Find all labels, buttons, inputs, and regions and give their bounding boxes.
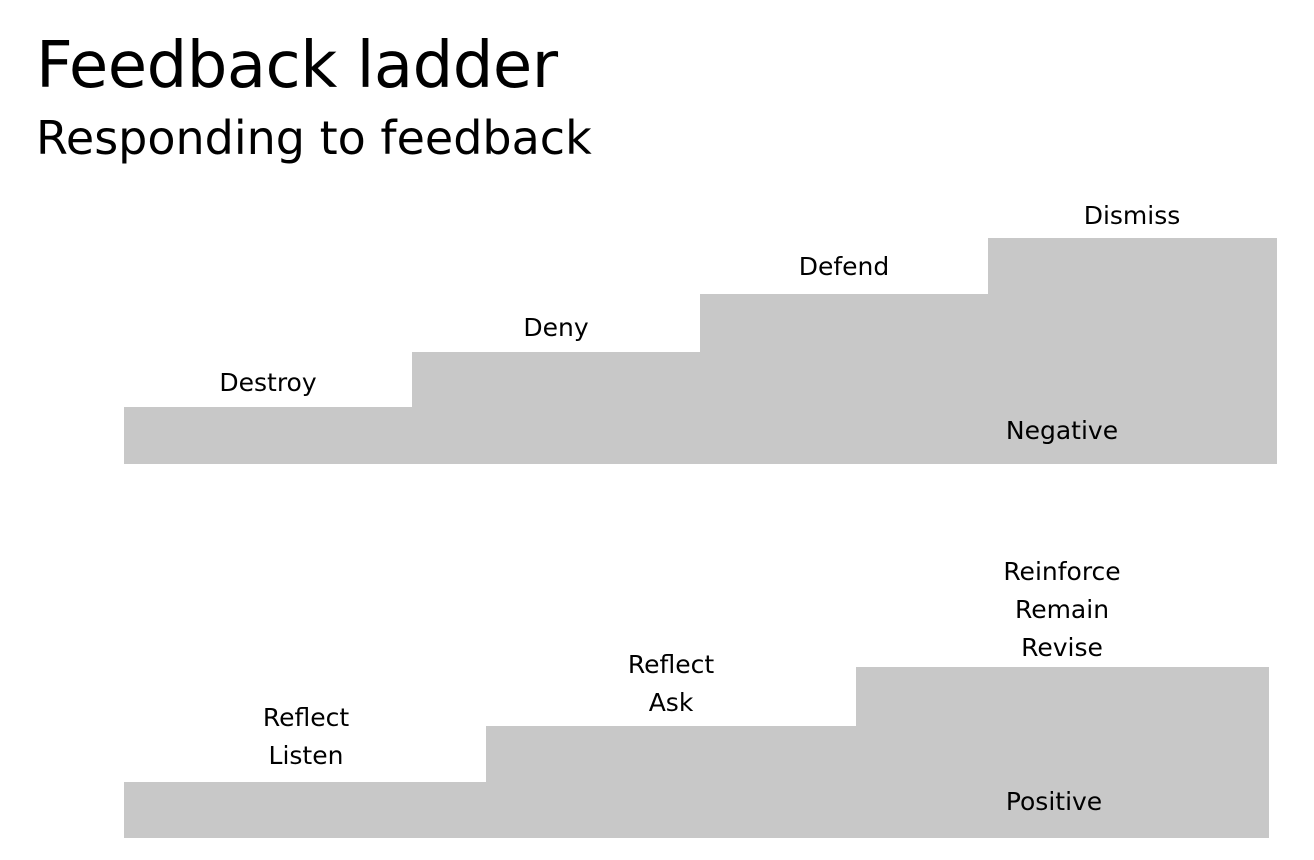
positive-step-3 <box>856 667 1269 838</box>
positive-ladder-label: Positive <box>1005 787 1103 816</box>
positive-step-2 <box>486 726 857 838</box>
negative-ladder-label: Negative <box>1005 416 1119 445</box>
step-label-line: Reflect <box>627 650 715 679</box>
positive-step-3-label: Reinforce Remain Revise <box>1003 553 1120 667</box>
negative-step-2 <box>412 352 701 464</box>
page-title: Feedback ladder <box>36 29 558 103</box>
negative-step-2-label: Deny <box>523 309 588 347</box>
step-label-line: Reinforce <box>1003 557 1121 586</box>
page-subtitle: Responding to feedback <box>36 111 592 165</box>
step-label-line: Remain <box>1014 595 1110 624</box>
positive-step-2-label: Reflect Ask <box>628 646 714 722</box>
negative-step-1 <box>124 407 413 464</box>
step-label-line: Deny <box>523 313 589 342</box>
negative-step-1-label: Destroy <box>219 364 316 402</box>
step-label-line: Listen <box>268 741 344 770</box>
negative-step-4 <box>988 238 1277 464</box>
step-label-line: Revise <box>1021 633 1103 662</box>
negative-step-3-label: Defend <box>799 248 890 286</box>
positive-step-1 <box>124 782 487 838</box>
step-label-line: Defend <box>798 252 890 281</box>
step-label-line: Ask <box>648 688 694 717</box>
negative-step-3 <box>700 294 989 464</box>
negative-step-4-label: Dismiss <box>1084 197 1181 235</box>
positive-step-1-label: Reflect Listen <box>263 699 349 775</box>
step-label-line: Dismiss <box>1083 201 1181 230</box>
step-label-line: Destroy <box>219 368 317 397</box>
step-label-line: Reflect <box>262 703 350 732</box>
